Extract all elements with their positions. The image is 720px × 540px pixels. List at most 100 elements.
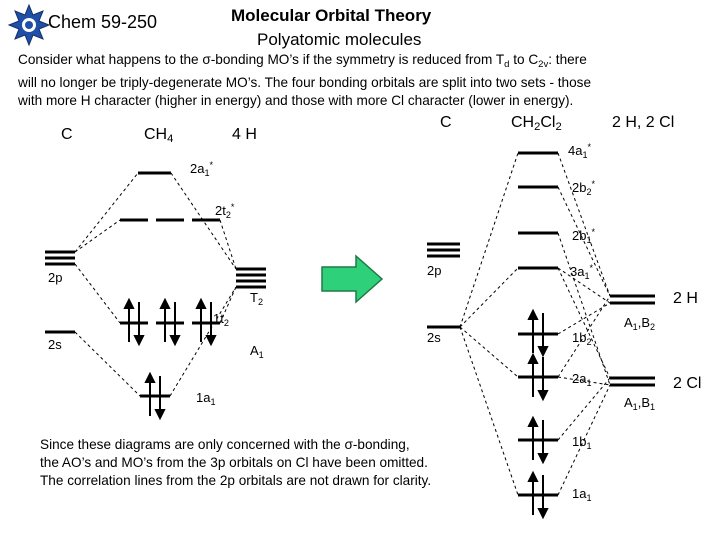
label-2t2-star: 2t2* [215, 202, 234, 220]
l-1a1-sub: 1 [210, 397, 216, 407]
label-1a1: 1a1 [196, 390, 216, 407]
label-1a1-right: 1a1 [572, 486, 592, 503]
ch2cl2-correlation-lines [459, 152, 611, 496]
label-t2: T2 [250, 290, 263, 307]
col-ch2cl2-label: CH2Cl2 [511, 114, 562, 133]
intro-line-3: with more H character (higher in energy)… [18, 93, 574, 108]
r-mo2-main: 2b [572, 228, 587, 243]
ch2cl2-sub2: 2 [555, 121, 562, 133]
l-2a1-main: 2a [190, 161, 205, 176]
l-1t2-main: 1t [213, 311, 224, 326]
c-2p-level-right [427, 242, 460, 258]
footnote-line-2: the AO’s and MO’s from the 3p orbitals o… [40, 455, 428, 470]
footnote-line-1: Since these diagrams are only concerned … [40, 437, 410, 452]
l-2t2-sup: * [230, 202, 235, 212]
label-2b1-star: 2b1* [572, 227, 595, 245]
l-2t2-sub: 2 [225, 210, 231, 220]
a1b1-b: ,B [637, 395, 651, 410]
r-mo5-main: 2a [572, 371, 587, 386]
col-2h-2cl-label: 2 H, 2 Cl [612, 114, 675, 131]
page-title: Molecular Orbital Theory [231, 6, 432, 25]
label-3a1-star: 3a1* [570, 263, 593, 281]
label-1b2: 1b2 [572, 330, 592, 347]
l-a1-sub: 1 [258, 350, 264, 360]
r-mo5-sub: 1 [586, 378, 592, 388]
r-mo0-sup: * [587, 142, 592, 152]
label-c-2p-right: 2p [427, 263, 442, 278]
label-2b2-star: 2b2* [572, 179, 595, 197]
r-mo3-sup: * [589, 263, 594, 273]
r-mo4-sub: 2 [586, 337, 592, 347]
ch4-electrons [123, 297, 217, 421]
r-mo2-sup: * [591, 227, 596, 237]
l-a1-main: A [250, 343, 259, 358]
l-1t2-sub: 2 [223, 318, 229, 328]
a1b1-sub2: 1 [650, 402, 656, 412]
l-2a1-sup: * [209, 160, 214, 170]
r-mo7-sub: 1 [586, 493, 592, 503]
label-a1-b2: A1,B2 [624, 315, 655, 332]
r-mo7-main: 1a [572, 486, 587, 501]
a1b2-sub2: 2 [650, 322, 656, 332]
ch2cl2-b: Cl [540, 114, 556, 131]
r-mo1-sup: * [591, 179, 596, 189]
intro-text-b: to C [509, 52, 539, 67]
l-t2-main: T [250, 290, 258, 305]
label-4a1-star: 4a1* [568, 142, 591, 160]
r-mo1-sub: 2 [586, 187, 592, 197]
intro-text-c: : there [548, 52, 587, 67]
label-2a1: 2a1 [572, 371, 592, 388]
intro-paragraph: Consider what happens to the σ-bonding M… [18, 51, 591, 110]
intro-text-a: Consider what happens to the σ-bonding M… [18, 52, 505, 67]
ch2cl2-sub1: 2 [534, 121, 541, 133]
col-ch4-main: CH [144, 126, 168, 143]
ch2cl2-electrons [527, 308, 549, 520]
label-2cl: 2 Cl [673, 375, 702, 392]
course-code: Chem 59-250 [48, 12, 158, 32]
intro-line-2: will no longer be triply-degenerate MO’s… [18, 75, 592, 90]
intro-sub-c2v: 2v [538, 59, 549, 70]
label-c-2p: 2p [48, 270, 63, 285]
h2-levels [610, 294, 655, 305]
r-mo2-sub: 1 [586, 235, 592, 245]
a1b2-a: A [624, 315, 633, 330]
col-c-label: C [61, 126, 73, 143]
col-4h-label: 4 H [232, 126, 257, 143]
a1b2-sub1: 1 [632, 322, 638, 332]
label-2a1-star: 2a1* [190, 160, 213, 178]
a1b1-sub1: 1 [632, 402, 638, 412]
transition-arrow [321, 254, 384, 304]
h-4-levels [236, 267, 266, 289]
r-mo3-sub: 1 [584, 271, 590, 281]
l-1a1-main: 1a [196, 390, 211, 405]
cl2-levels [610, 376, 655, 387]
ch4-correlation-lines [74, 172, 237, 397]
label-2h: 2 H [673, 290, 698, 307]
r-mo0-sub: 1 [582, 150, 588, 160]
r-mo0-main: 4a [568, 143, 583, 158]
label-c-2s-right: 2s [427, 330, 441, 345]
label-1t2: 1t2 [213, 311, 229, 328]
ch2cl2-a: CH [511, 114, 535, 131]
r-mo6-main: 1b [572, 434, 587, 449]
page-subtitle: Polyatomic molecules [257, 30, 422, 49]
col-c-label-right: C [440, 114, 452, 131]
l-2t2-main: 2t [215, 203, 226, 218]
label-c-2s: 2s [48, 337, 62, 352]
intro-sub-td: d [504, 59, 510, 70]
ch2cl2-mo-levels [518, 151, 558, 497]
a1b1-a: A [624, 395, 633, 410]
intro-line-1: Consider what happens to the σ-bonding M… [18, 51, 591, 74]
col-ch4-sub: 4 [167, 133, 174, 145]
r-mo3-main: 3a [570, 264, 585, 279]
footnote: Since these diagrams are only concerned … [40, 436, 431, 490]
label-a1: A1 [250, 343, 264, 360]
r-mo1-main: 2b [572, 180, 587, 195]
l-t2-sub: 2 [257, 297, 264, 307]
course-logo [7, 3, 51, 47]
l-2a1-sub: 1 [204, 168, 210, 178]
c-2p-level [45, 250, 75, 266]
label-a1-b1: A1,B1 [624, 395, 655, 412]
footnote-line-3: The correlation lines from the 2p orbita… [40, 473, 432, 488]
